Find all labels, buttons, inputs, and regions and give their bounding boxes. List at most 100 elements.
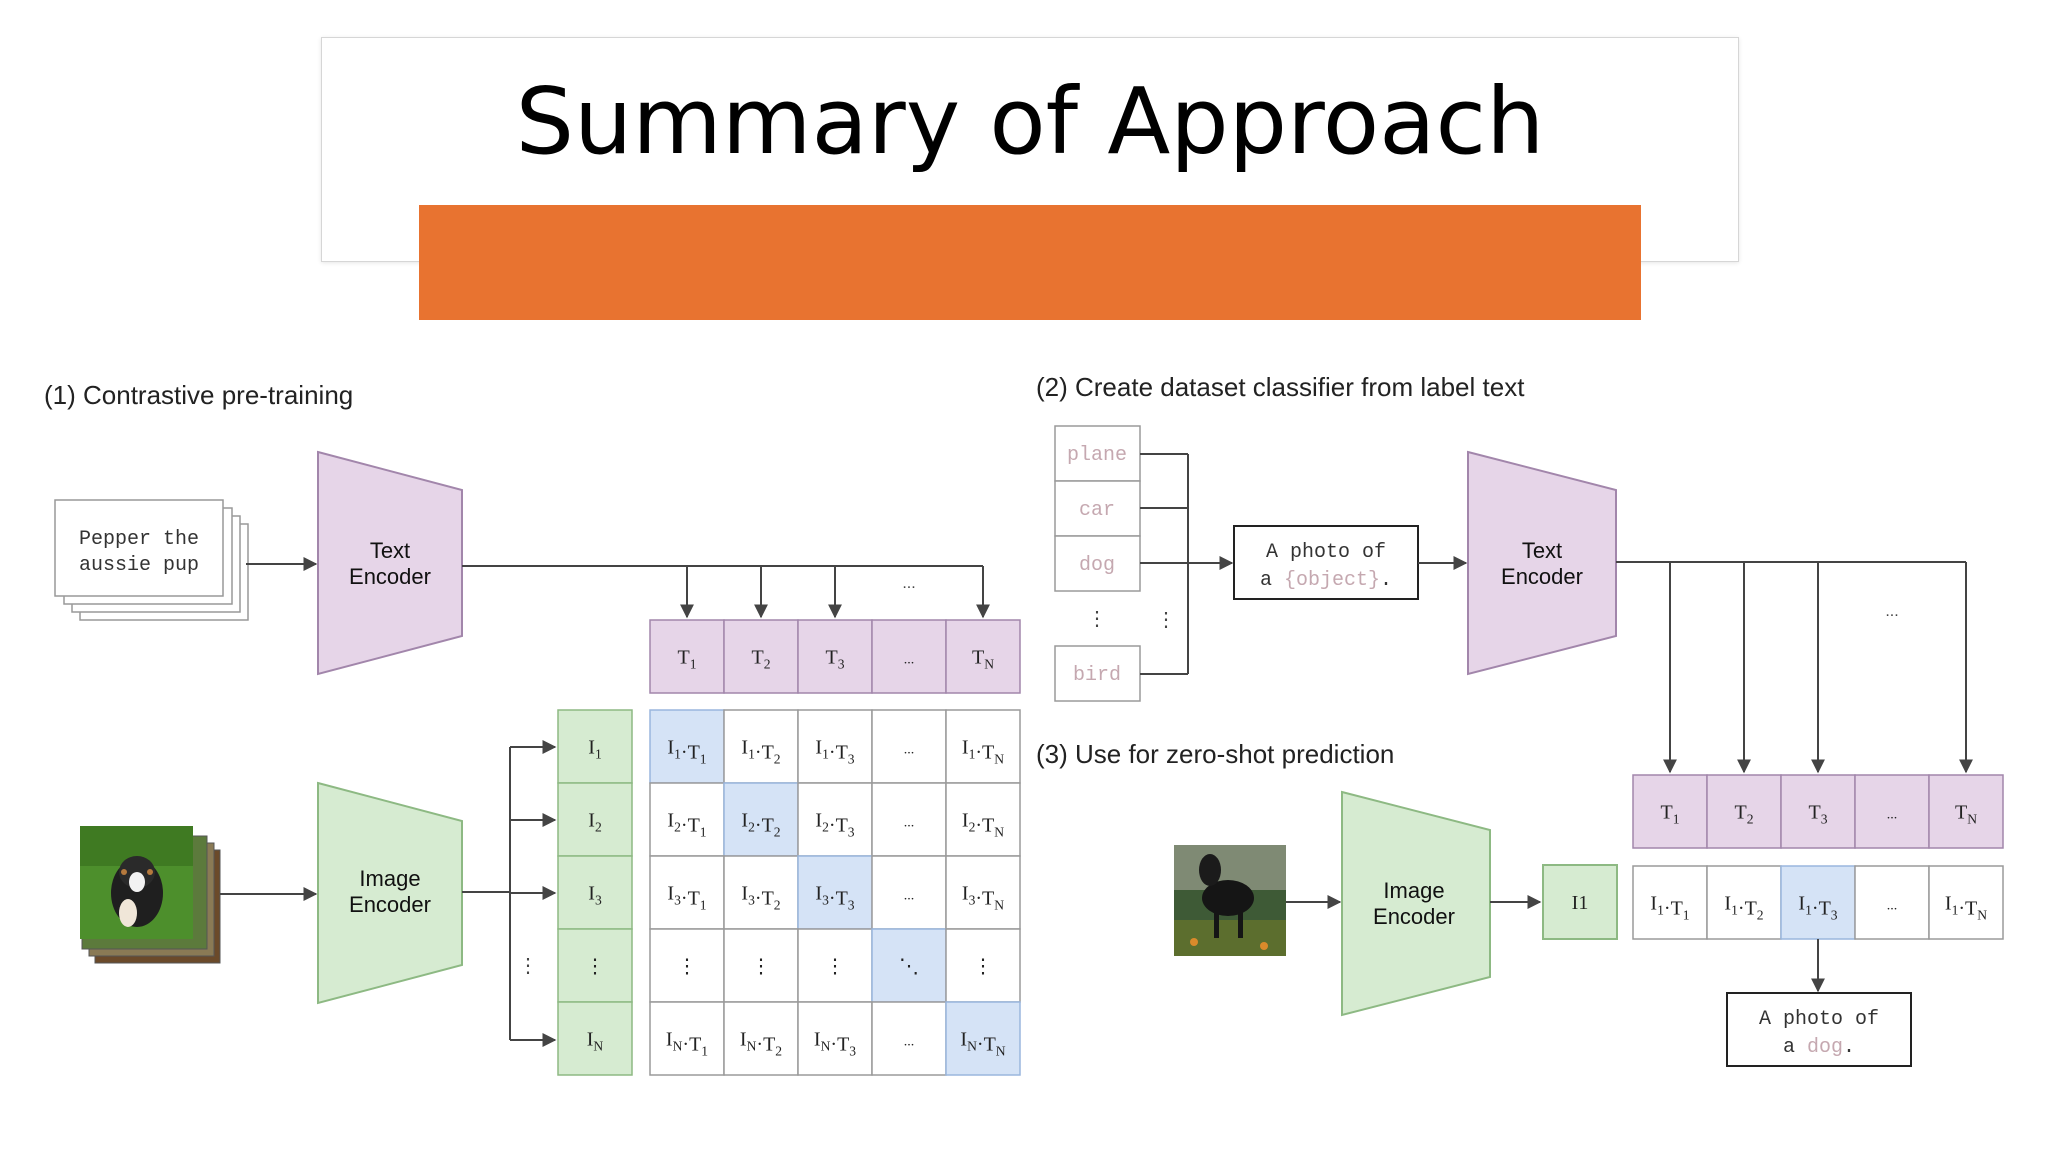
t1-cell-0-label: T1	[677, 647, 696, 672]
matrix-cell-2-0-label: I3·T1	[667, 883, 706, 913]
matrix-cell-0-2-label: I1·T3	[815, 737, 854, 767]
template-line1: A photo of	[1266, 541, 1386, 564]
label-cell-0: plane	[1054, 425, 1141, 482]
slide-title: Summary of Approach	[515, 68, 1545, 175]
matrix-cell-4-2: IN·T3	[797, 1001, 873, 1076]
matrix-cell-4-3: ...	[871, 1001, 947, 1076]
section3-heading: (3) Use for zero-shot prediction	[1036, 739, 1394, 769]
matrix-cell-2-4: I3·TN	[945, 855, 1021, 930]
matrix-cell-0-3-label: ...	[904, 743, 915, 758]
t-row-1-connectors	[462, 565, 990, 619]
t2-cell-0: T1	[1632, 774, 1708, 849]
template-object: {object}	[1284, 569, 1380, 592]
image-encoder-2	[1341, 790, 1491, 1017]
t2-cell-1-label: T2	[1734, 802, 1753, 827]
text-encoder-1-label-a: Text	[370, 538, 410, 563]
matrix-cell-0-0: I1·T1	[649, 709, 725, 784]
product-cell-1: I1·T2	[1706, 865, 1782, 940]
matrix-cell-0-4-label: I1·TN	[962, 737, 1004, 767]
text-input-line1: Pepper the	[79, 528, 199, 551]
prediction-output-box: A photo of a dog.	[1726, 992, 1912, 1067]
t2-cell-0-label: T1	[1660, 802, 1679, 827]
t2-cell-3: ...	[1854, 774, 1930, 849]
matrix-cell-2-3-label: ...	[904, 889, 915, 904]
matrix-cell-1-2: I2·T3	[797, 782, 873, 857]
label-cell-3: ⋮	[1087, 608, 1107, 630]
matrix-cell-1-4-label: I2·TN	[962, 810, 1004, 840]
text-encoder-2-label-b: Encoder	[1501, 564, 1583, 589]
product-cell-0: I1·T1	[1632, 865, 1708, 940]
matrix-cell-3-2-label: ⋮	[825, 956, 845, 978]
matrix-cell-4-0-label: IN·T1	[666, 1029, 708, 1059]
label-connectors	[1140, 453, 1234, 675]
i1-cell-2-label: I3	[588, 883, 602, 908]
product-cell-0-label: I1·T1	[1650, 893, 1689, 923]
template-line2: a {object}.	[1260, 569, 1392, 592]
t1-cell-4-label: TN	[972, 647, 994, 672]
image-encoder-1	[317, 781, 463, 1005]
image-encoder-2-label-a: Image	[1383, 878, 1444, 903]
i1-cell-2: I3	[557, 855, 633, 930]
i1-cell-4: IN	[557, 1001, 633, 1076]
t1-cell-2-label: T3	[825, 647, 844, 672]
matrix-cell-0-4: I1·TN	[945, 709, 1021, 784]
i1-cell-3-label: ⋮	[585, 956, 605, 978]
matrix-cell-1-0-label: I2·T1	[667, 810, 706, 840]
label-cell-4-text: bird	[1073, 664, 1121, 687]
matrix-cell-3-4-label: ⋮	[973, 956, 993, 978]
image-encoder-1-label-a: Image	[359, 866, 420, 891]
matrix-cell-3-2: ⋮	[797, 928, 873, 1003]
t1-cell-1: T2	[723, 619, 799, 694]
matrix-cell-3-3-label: ⋱	[899, 956, 919, 978]
i1-cell-zero-shot-label: I1	[1572, 892, 1589, 914]
matrix-cell-1-3-label: ...	[904, 816, 915, 831]
matrix-cell-1-1-label: I2·T2	[741, 810, 780, 840]
t1-cell-4: TN	[945, 619, 1021, 694]
matrix-cell-2-1-label: I3·T2	[741, 883, 780, 913]
matrix-cell-4-1: IN·T2	[723, 1001, 799, 1076]
t2-cell-2-label: T3	[1808, 802, 1827, 827]
matrix-cell-0-1: I1·T2	[723, 709, 799, 784]
matrix-cell-3-0: ⋮	[649, 928, 725, 1003]
t-row-2-ellipsis: ...	[1885, 603, 1898, 620]
matrix-cell-2-1: I3·T2	[723, 855, 799, 930]
text-encoder-1-label-b: Encoder	[349, 564, 431, 589]
matrix-cell-2-4-label: I3·TN	[962, 883, 1004, 913]
matrix-cell-1-0: I2·T1	[649, 782, 725, 857]
label-cell-3-text: ⋮	[1087, 608, 1107, 630]
label-cell-1-text: car	[1079, 499, 1115, 522]
output-line1: A photo of	[1759, 1008, 1879, 1031]
matrix-cell-3-4: ⋮	[945, 928, 1021, 1003]
section1-heading: (1) Contrastive pre-training	[44, 380, 353, 410]
i1-cell-zero-shot	[1542, 864, 1618, 940]
matrix-cell-4-2-label: IN·T3	[814, 1029, 856, 1059]
matrix-cell-0-2: I1·T3	[797, 709, 873, 784]
matrix-cell-4-1-label: IN·T2	[740, 1029, 782, 1059]
prompt-template-box: A photo of a {object}.	[1233, 525, 1419, 600]
label-cell-4: bird	[1054, 645, 1141, 702]
label-column: plane car dog ⋮ bird	[1054, 425, 1141, 702]
i1-cell-1: I2	[557, 782, 633, 857]
text-encoder-2-label-a: Text	[1522, 538, 1562, 563]
matrix-cell-4-4: IN·TN	[945, 1001, 1021, 1076]
matrix-cell-4-3-label: ...	[904, 1035, 915, 1050]
section2-heading: (2) Create dataset classifier from label…	[1036, 372, 1525, 402]
matrix-cell-2-2: I3·T3	[797, 855, 873, 930]
matrix-cell-4-0: IN·T1	[649, 1001, 725, 1076]
output-object: dog	[1807, 1036, 1843, 1059]
image-encoder-2-label-b: Encoder	[1373, 904, 1455, 929]
t2-cell-3-label: ...	[1887, 808, 1898, 823]
i1-cell-4-label: IN	[587, 1029, 604, 1054]
text-encoder-2	[1467, 450, 1617, 676]
i1-cell-1-label: I2	[588, 810, 602, 835]
label-cell-2-text: dog	[1079, 554, 1115, 577]
t1-cell-1-label: T2	[751, 647, 770, 672]
i-col-side-vdots: ⋮	[518, 955, 538, 977]
product-cell-4-label: I1·TN	[1945, 893, 1987, 923]
product-cell-3-label: ...	[1887, 899, 1898, 914]
